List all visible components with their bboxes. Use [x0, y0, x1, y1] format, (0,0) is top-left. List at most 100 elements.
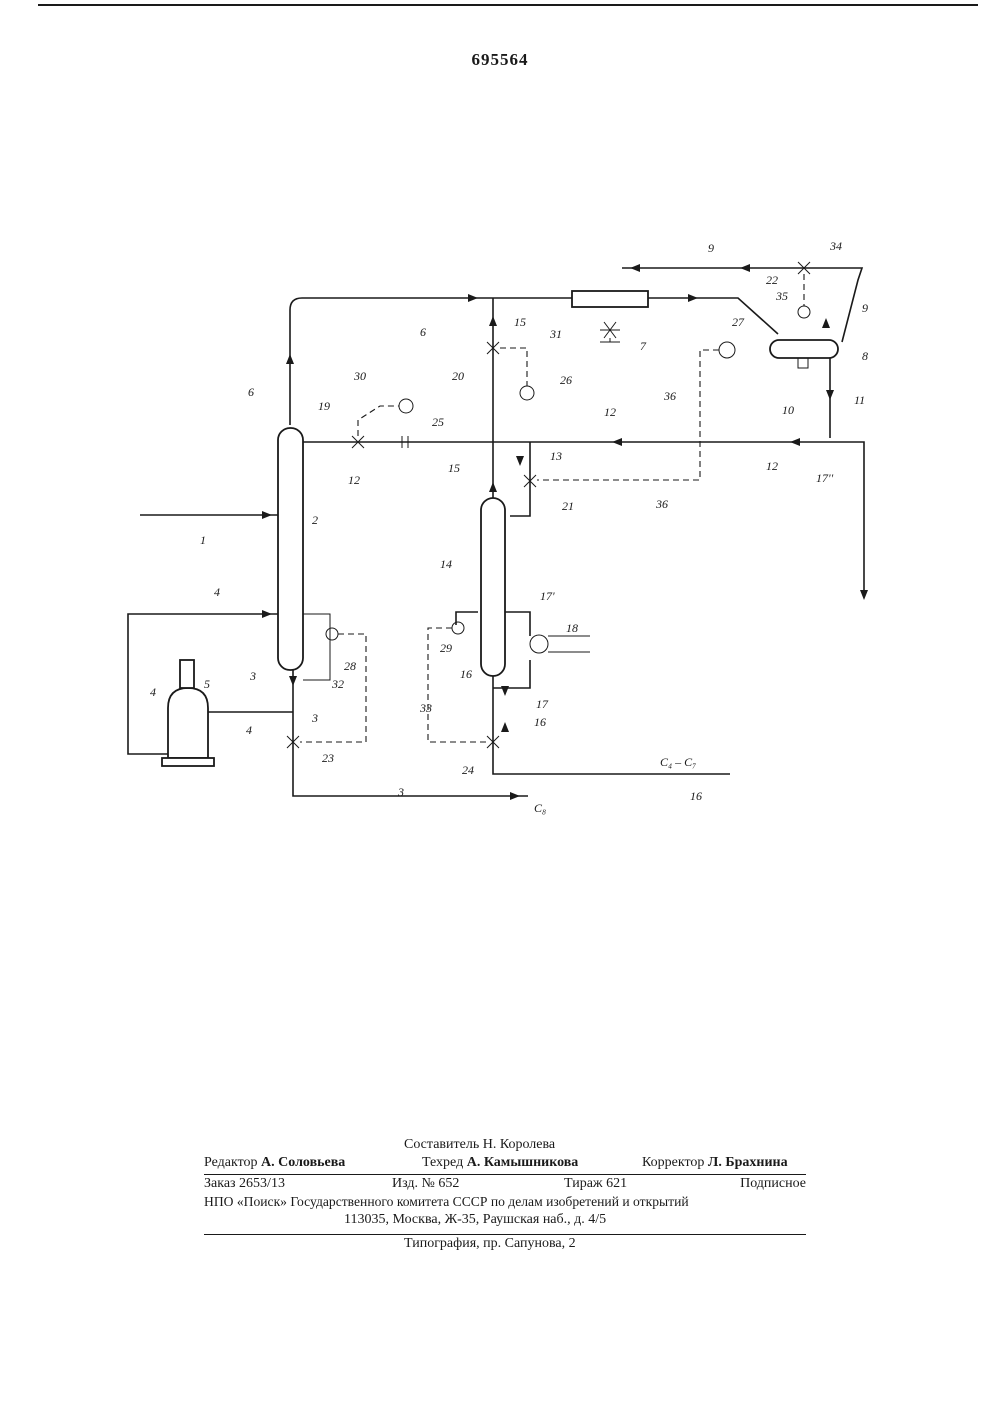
label-14: 14 [440, 557, 452, 571]
line-28-loop [303, 614, 330, 680]
label-3a: 3 [249, 669, 256, 683]
pump-27 [719, 342, 735, 358]
label-16b: 16 [534, 715, 546, 729]
label-17pp: 17'' [816, 471, 834, 485]
line-9 [622, 268, 862, 342]
proofreader: Корректор Л. Брахнина [642, 1154, 788, 1171]
imprint-rule-top [204, 1174, 806, 1175]
process-flow-diagram: 1 2 3 3 3 4 4 4 5 6 6 7 8 9 9 10 11 12 1… [0, 0, 1000, 1100]
line-12-reflux [303, 442, 864, 596]
control-31 [500, 348, 527, 386]
furnace-5 [168, 688, 208, 758]
label-product-c4-c7: C₄ – C₇ [660, 755, 696, 769]
arrow-down-3 [289, 676, 297, 686]
label-3c: 3 [397, 785, 404, 799]
address: 113035, Москва, Ж-35, Раушская наб., д. … [344, 1211, 606, 1228]
label-28: 28 [344, 659, 356, 673]
label-19: 19 [318, 399, 330, 413]
separator-8 [770, 340, 838, 358]
arrow-down-13 [516, 456, 524, 466]
label-16c: 16 [690, 789, 702, 803]
arrow-left-9 [630, 264, 640, 272]
label-17: 17 [536, 697, 549, 711]
label-26: 26 [560, 373, 572, 387]
heater-18 [530, 635, 548, 653]
label-3b: 3 [311, 711, 318, 725]
proofreader-name: Л. Брахнина [708, 1155, 788, 1170]
arrow-down-16 [501, 686, 509, 696]
label-31: 31 [549, 327, 562, 341]
control-30 [358, 406, 399, 436]
line-17-prime [505, 612, 530, 636]
label-15a: 15 [514, 315, 526, 329]
organization: НПО «Поиск» Государственного комитета СС… [204, 1193, 689, 1210]
label-30: 30 [353, 369, 366, 383]
line-18-feed [548, 636, 590, 652]
label-25: 25 [432, 415, 444, 429]
column-14 [481, 498, 505, 676]
label-16a: 16 [460, 667, 472, 681]
techeditor-role: Техред [422, 1155, 463, 1170]
compiler: Составитель Н. Королева [404, 1136, 555, 1153]
arrow-right-7 [688, 294, 698, 302]
label-4b: 4 [246, 723, 252, 737]
control-33 [428, 628, 488, 742]
control-36 [537, 350, 719, 480]
arrow-up-15b [489, 482, 497, 492]
arrow-left-22 [740, 264, 750, 272]
label-29: 29 [440, 641, 452, 655]
label-36a: 36 [663, 389, 676, 403]
label-9a: 9 [708, 241, 714, 255]
arrow-right-6 [468, 294, 478, 302]
subscription: Подписное [740, 1175, 806, 1192]
air-cooler-7 [572, 291, 648, 307]
label-15b: 15 [448, 461, 460, 475]
fan-7 [600, 322, 620, 342]
order-number: Заказ 2653/13 [204, 1175, 285, 1192]
imprint-rule-bottom [204, 1234, 806, 1235]
separator-boot [798, 358, 808, 368]
arrow-left-12b [790, 438, 800, 446]
column-2 [278, 428, 303, 670]
label-11: 11 [854, 393, 865, 407]
arrow-up-6 [286, 354, 294, 364]
arrow-right-1 [262, 511, 272, 519]
printing-house: Типография, пр. Сапунова, 2 [404, 1235, 576, 1252]
arrow-up-9 [822, 318, 830, 328]
label-8: 8 [862, 349, 868, 363]
label-36b: 36 [655, 497, 668, 511]
arrow-down-11 [826, 390, 834, 400]
edition-number: Изд. № 652 [392, 1175, 459, 1192]
label-5: 5 [204, 677, 210, 691]
instrument-26 [520, 386, 534, 400]
line-13 [510, 442, 530, 516]
editor-role: Редактор [204, 1155, 258, 1170]
instrument-29 [452, 622, 464, 634]
circulation: Тираж 621 [564, 1175, 627, 1192]
label-9b: 9 [862, 301, 868, 315]
label-6a: 6 [248, 385, 254, 399]
label-12c: 12 [766, 459, 778, 473]
editor-name: А. Соловьева [261, 1155, 345, 1170]
label-7: 7 [640, 339, 647, 353]
label-1: 1 [200, 533, 206, 547]
line-29-loop [456, 612, 478, 625]
label-4a: 4 [214, 585, 220, 599]
line-6-overhead-vapor [290, 298, 572, 425]
arrow-up-16 [501, 722, 509, 732]
label-10: 10 [782, 403, 794, 417]
instrument-35 [798, 306, 810, 318]
arrow-down-17pp [860, 590, 868, 600]
label-35: 35 [775, 289, 788, 303]
instrument-25 [399, 399, 413, 413]
arrow-up-15 [489, 316, 497, 326]
label-21: 21 [562, 499, 574, 513]
arrow-right-4 [262, 610, 272, 618]
label-12a: 12 [348, 473, 360, 487]
techeditor-name: А. Камышникова [467, 1155, 579, 1170]
label-24: 24 [462, 763, 474, 777]
instrument-28 [326, 628, 338, 640]
imprint-block: Составитель Н. Королева Редактор А. Соло… [204, 1136, 806, 1253]
label-23: 23 [322, 751, 334, 765]
label-13: 13 [550, 449, 562, 463]
